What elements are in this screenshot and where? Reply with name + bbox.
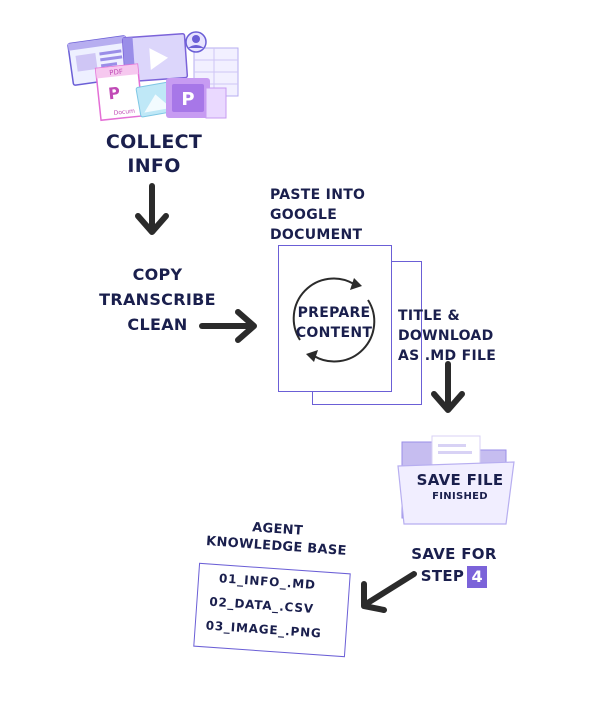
p-letter: P: [107, 83, 121, 103]
title-line-2: DOWNLOAD: [398, 328, 494, 344]
step-text: STEP: [420, 567, 465, 585]
paste-line-2: GOOGLE: [270, 207, 338, 223]
save-file-label: SAVE FILE FINISHED: [404, 470, 516, 504]
step-number-badge: 4: [467, 565, 488, 588]
knowledge-base-card: 01_INFO_.MD 02_DATA_.CSV 03_IMAGE_.PNG: [193, 562, 351, 658]
paste-line-3: DOCUMENT: [270, 227, 363, 243]
title-line-3: AS .MD FILE: [398, 348, 497, 364]
paste-into-document-label: PASTE INTO GOOGLE DOCUMENT: [270, 185, 390, 245]
kb-file-3: 03_IMAGE_.PNG: [205, 618, 323, 641]
save-file-subtitle: FINISHED: [432, 491, 488, 502]
save-file-title: SAVE FILE: [416, 471, 504, 489]
title-download-label: TITLE & DOWNLOAD AS .MD FILE: [398, 306, 508, 366]
collect-line-1: COLLECT: [105, 131, 203, 153]
doc-label: Docum: [113, 108, 135, 117]
copy-line-3: CLEAN: [127, 315, 188, 334]
media-collage-icon: PDF P Docum P: [67, 31, 239, 122]
collect-info-label: COLLECT INFO: [94, 130, 214, 178]
prepare-line-1: PREPARE: [297, 305, 371, 321]
title-line-1: TITLE &: [398, 308, 460, 324]
prepare-line-2: CONTENT: [295, 325, 373, 341]
p-letter-2: P: [181, 89, 194, 110]
kb-file-2: 02_DATA_.CSV: [208, 594, 315, 616]
save-for-line-1: SAVE FOR: [411, 545, 497, 563]
cycle-arrows-icon: [292, 277, 376, 363]
copy-line-1: COPY: [132, 265, 183, 284]
pdf-label: PDF: [109, 68, 123, 77]
copy-transcribe-clean-label: COPY TRANSCRIBE CLEAN: [90, 262, 225, 337]
arrow-down-left-icon: [361, 571, 417, 613]
kb-file-1: 01_INFO_.MD: [218, 571, 317, 592]
paste-line-1: PASTE INTO: [270, 187, 366, 203]
arrow-right-icon: [199, 309, 257, 343]
folder-icon: [397, 435, 515, 525]
document-front-page: [278, 245, 392, 392]
knowledge-base-header: AGENT KNOWLEDGE BASE: [203, 516, 351, 560]
arrow-down-icon-2: [431, 361, 465, 413]
prepare-content-label: PREPARE CONTENT: [290, 303, 378, 343]
arrow-down-icon: [135, 183, 169, 235]
copy-line-2: TRANSCRIBE: [99, 290, 216, 309]
collect-line-2: INFO: [127, 155, 181, 177]
